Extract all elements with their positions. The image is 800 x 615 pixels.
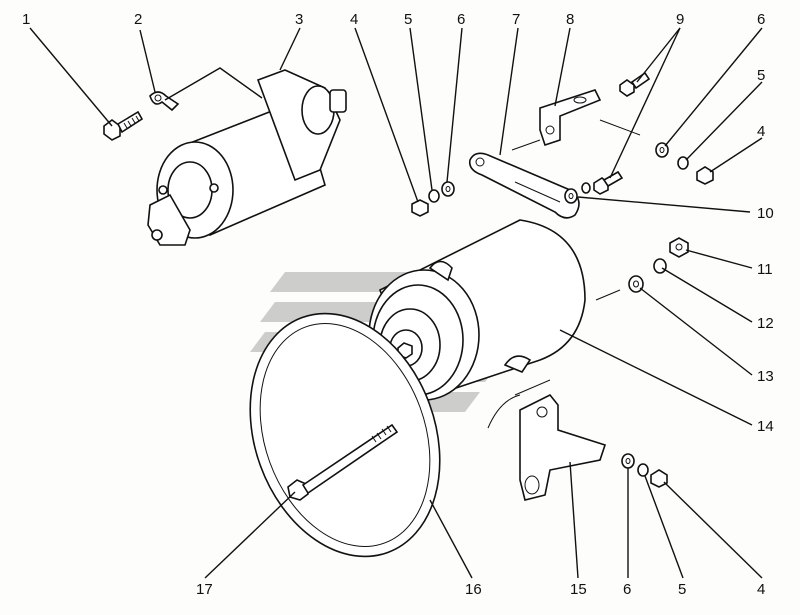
label-6-top: 6	[457, 11, 465, 28]
nut-part-11	[669, 237, 689, 258]
label-4-right: 4	[757, 123, 765, 140]
label-17: 17	[196, 581, 213, 598]
bolt-part-9-lower	[581, 170, 624, 195]
label-11: 11	[757, 261, 773, 278]
nut-part-4b	[696, 166, 714, 185]
label-13: 13	[757, 368, 774, 385]
label-15: 15	[570, 581, 587, 598]
washer-part-13	[628, 275, 644, 293]
label-7: 7	[512, 11, 520, 28]
label-5-bottom: 5	[678, 581, 686, 598]
nut-part-4c	[650, 469, 668, 488]
callout-labels: 1 2 3 4 5 6 7 8 9 6 5 4 10 11 12 13 14 1…	[22, 11, 774, 598]
long-bolt-part-17	[287, 423, 399, 501]
label-4-top: 4	[350, 11, 358, 28]
label-12: 12	[757, 315, 774, 332]
label-5-right: 5	[757, 67, 765, 84]
label-2: 2	[134, 11, 142, 28]
lock-washer-part-12	[653, 258, 667, 274]
lock-washer-part-5c	[637, 463, 649, 477]
lock-washer-part-5a	[428, 189, 440, 203]
label-8: 8	[566, 11, 574, 28]
label-3: 3	[295, 11, 303, 28]
label-1: 1	[22, 11, 30, 28]
mounting-bracket-part-15	[487, 379, 607, 501]
starter-motor-part-3	[147, 69, 347, 246]
adjusting-strap-part-7	[468, 152, 580, 219]
bracket-part-8	[539, 89, 602, 147]
label-16: 16	[465, 581, 482, 598]
alternator-part-14	[368, 219, 621, 402]
leader-lines	[29, 27, 763, 579]
bolt-part-9-upper	[619, 71, 651, 97]
washer-part-6a	[441, 181, 455, 197]
label-4-bottom: 4	[757, 581, 765, 598]
label-5-top: 5	[404, 11, 412, 28]
lock-washer-part-2	[149, 91, 180, 112]
label-9: 9	[676, 11, 684, 28]
bolt-part-1	[103, 110, 144, 141]
nut-part-4a	[411, 199, 429, 217]
label-6-bottom: 6	[623, 581, 631, 598]
label-14: 14	[757, 418, 774, 435]
washer-part-6b	[655, 142, 669, 158]
washer-part-10	[564, 188, 578, 204]
label-10: 10	[757, 205, 774, 222]
washer-part-6c	[621, 453, 635, 469]
lock-washer-part-5b	[677, 156, 689, 170]
label-6-right: 6	[757, 11, 765, 28]
